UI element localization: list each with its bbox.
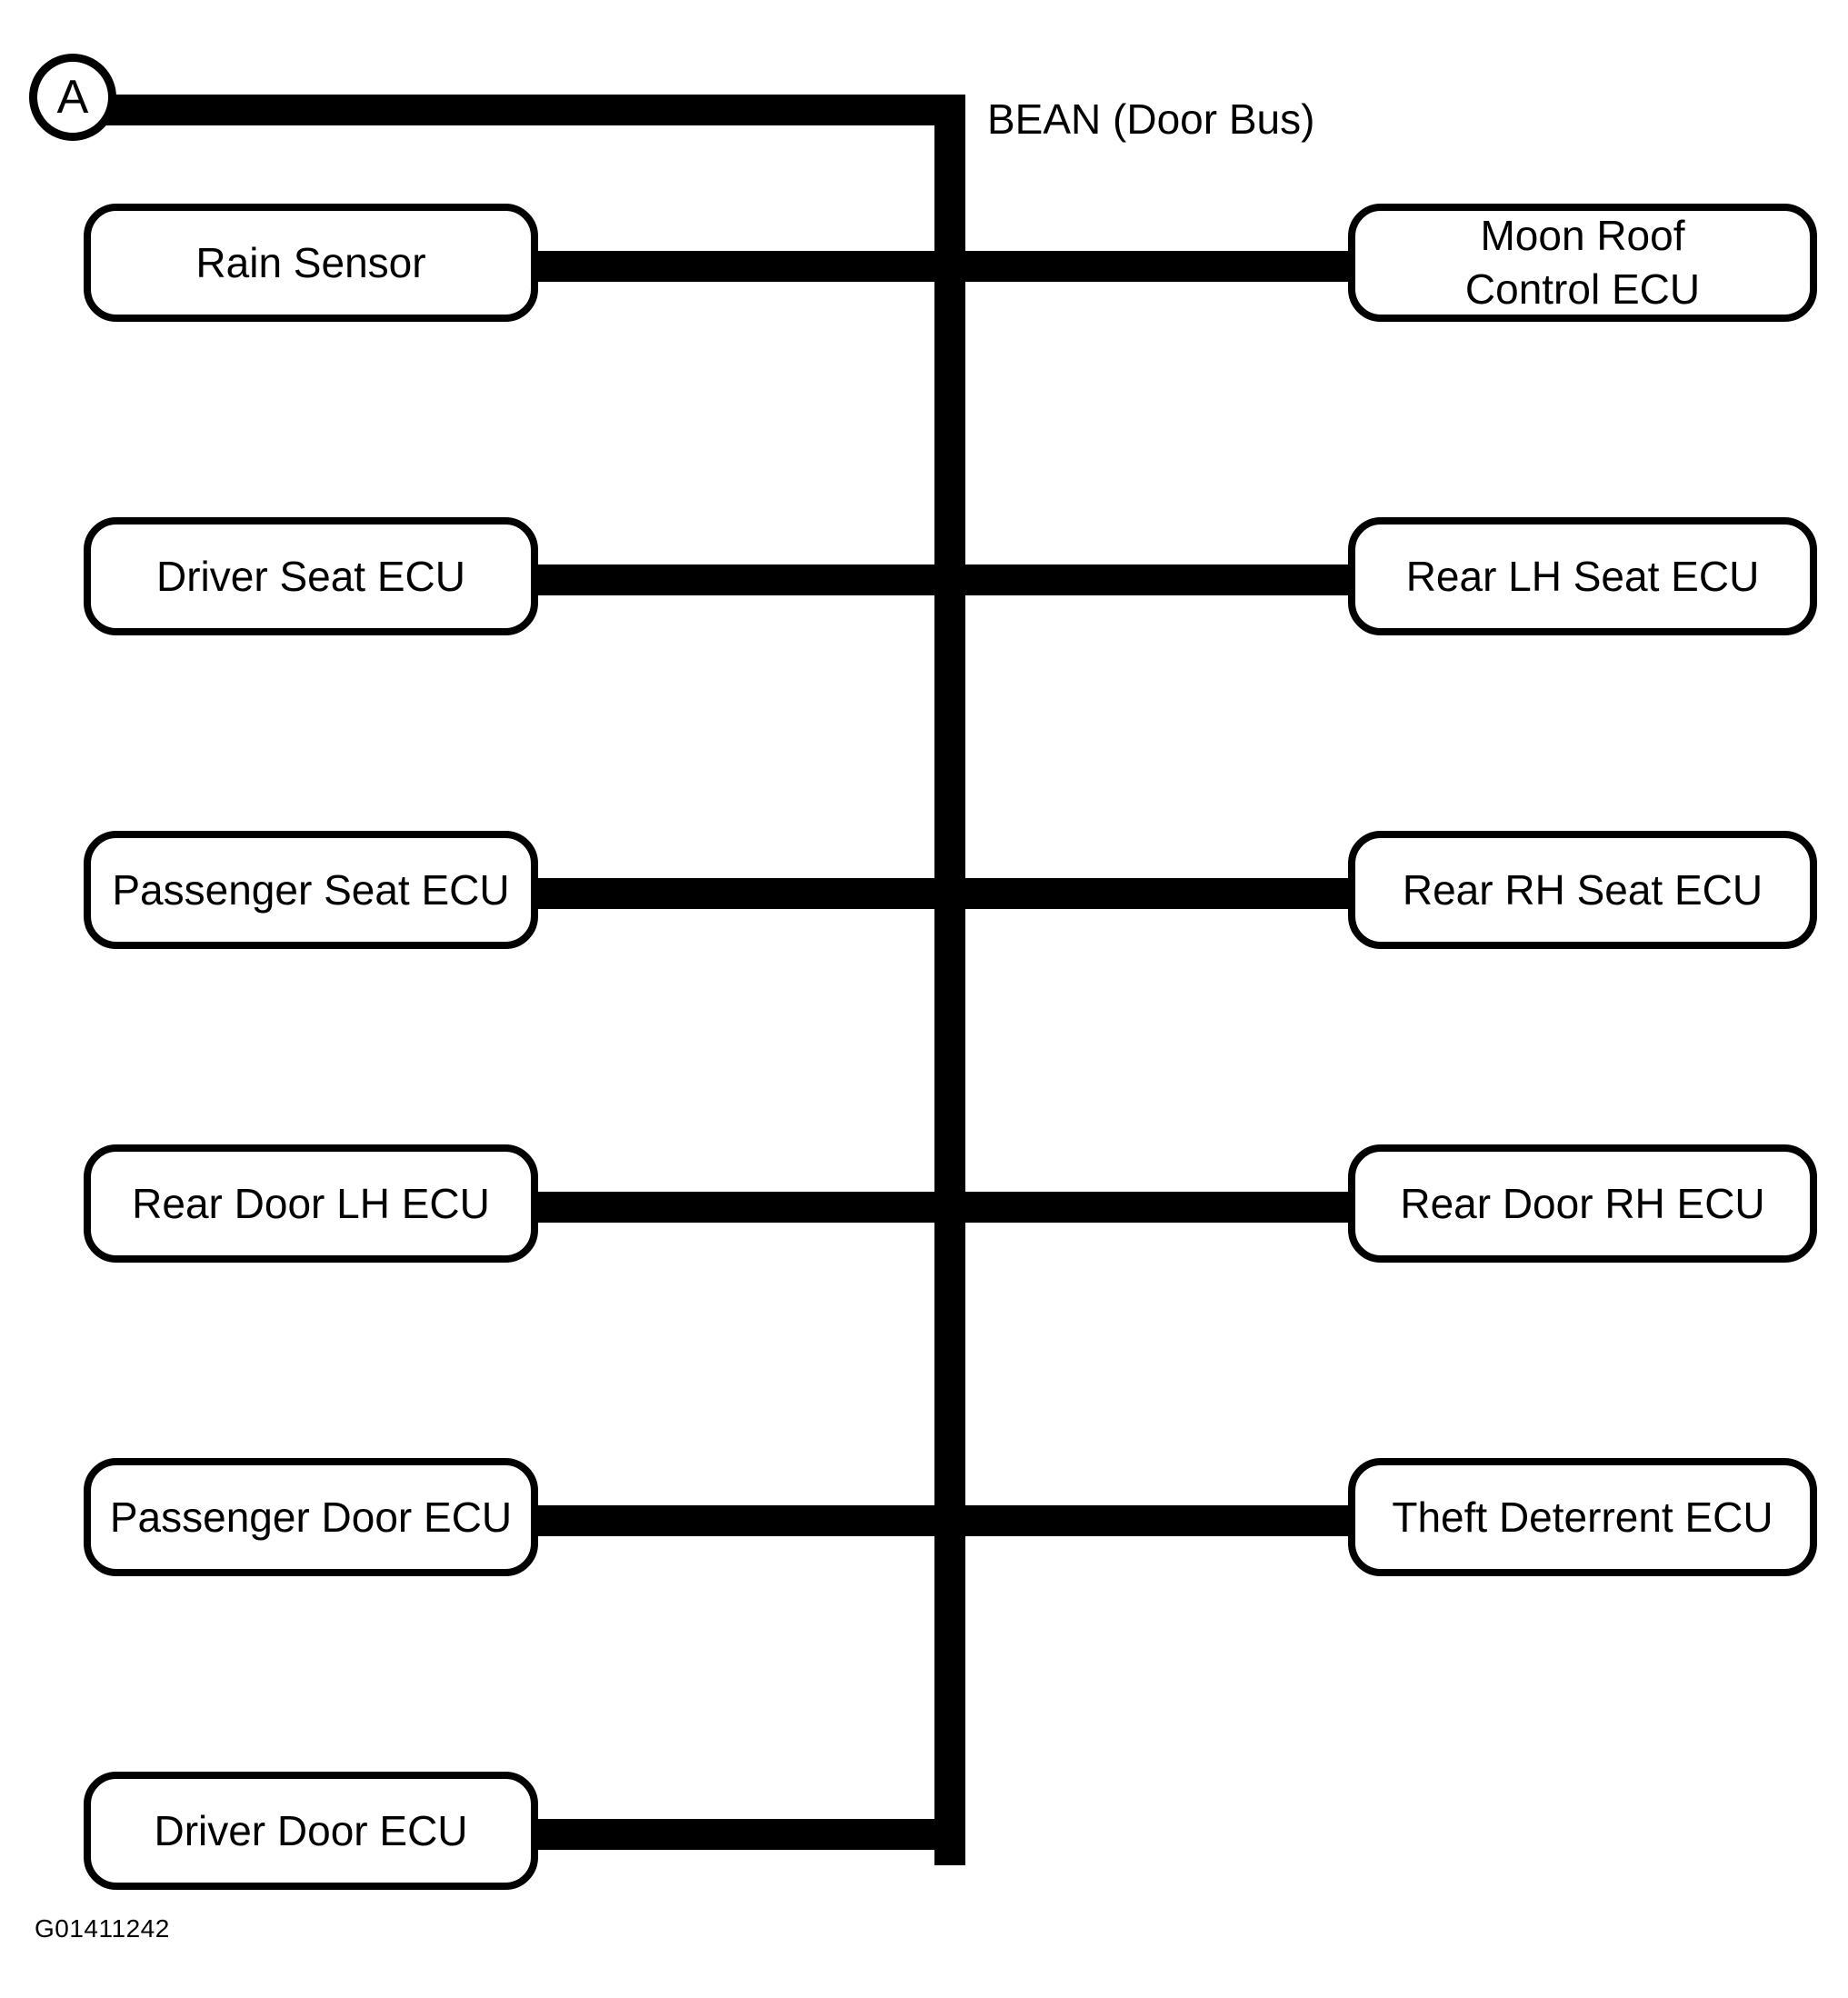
- ecu-box-rear-lh-seat-ecu[interactable]: Rear LH Seat ECU: [1348, 517, 1817, 635]
- ecu-label-rain-sensor: Rain Sensor: [195, 238, 426, 286]
- ecu-label-rear-rh-seat-ecu: Rear RH Seat ECU: [1402, 865, 1763, 914]
- ecu-box-moon-roof-control-ecu[interactable]: Moon Roof Control ECU: [1348, 204, 1817, 322]
- ecu-box-rain-sensor[interactable]: Rain Sensor: [84, 204, 538, 322]
- ecu-box-rear-door-rh-ecu[interactable]: Rear Door RH ECU: [1348, 1144, 1817, 1263]
- ecu-box-passenger-door-ecu[interactable]: Passenger Door ECU: [84, 1458, 538, 1576]
- ecu-label-theft-deterrent-ecu: Theft Deterrent ECU: [1392, 1493, 1773, 1541]
- ecu-box-passenger-seat-ecu[interactable]: Passenger Seat ECU: [84, 831, 538, 949]
- ecu-box-rear-rh-seat-ecu[interactable]: Rear RH Seat ECU: [1348, 831, 1817, 949]
- bus-trunk-vertical: [934, 95, 965, 1865]
- ecu-label-rear-lh-seat-ecu: Rear LH Seat ECU: [1405, 552, 1760, 600]
- ecu-box-driver-seat-ecu[interactable]: Driver Seat ECU: [84, 517, 538, 635]
- bus-segment-row-2-right: [956, 564, 1354, 595]
- ecu-box-rear-door-lh-ecu[interactable]: Rear Door LH ECU: [84, 1144, 538, 1263]
- bus-segment-row-5-right: [956, 1505, 1354, 1536]
- bus-segment-row-2-left: [533, 564, 944, 595]
- ecu-label-passenger-seat-ecu: Passenger Seat ECU: [112, 865, 510, 914]
- bus-segment-row-1-right: [956, 251, 1354, 282]
- splice-connector-a-label: A: [56, 71, 89, 124]
- bus-segment-row-1-left: [533, 251, 944, 282]
- figure-code-label: G01411242: [35, 1914, 170, 1943]
- bus-segment-row-6-left: [533, 1819, 965, 1850]
- bus-segment-row-3-left: [533, 878, 944, 909]
- bus-segment-row-5-left: [533, 1505, 944, 1536]
- ecu-label-rear-door-rh-ecu: Rear Door RH ECU: [1400, 1179, 1765, 1227]
- bus-segment-top-from-splice: [102, 95, 965, 125]
- splice-connector-a[interactable]: A: [29, 54, 116, 141]
- ecu-label-driver-seat-ecu: Driver Seat ECU: [156, 552, 465, 600]
- bus-segment-row-4-right: [956, 1192, 1354, 1223]
- bus-title-label: BEAN (Door Bus): [987, 95, 1315, 143]
- ecu-label-moon-roof-control-ecu: Moon Roof Control ECU: [1464, 212, 1701, 313]
- bus-segment-row-3-right: [956, 878, 1354, 909]
- ecu-label-rear-door-lh-ecu: Rear Door LH ECU: [132, 1179, 490, 1227]
- bus-segment-row-4-left: [533, 1192, 944, 1223]
- ecu-box-theft-deterrent-ecu[interactable]: Theft Deterrent ECU: [1348, 1458, 1817, 1576]
- ecu-box-driver-door-ecu[interactable]: Driver Door ECU: [84, 1772, 538, 1890]
- ecu-label-driver-door-ecu: Driver Door ECU: [154, 1806, 468, 1854]
- ecu-label-passenger-door-ecu: Passenger Door ECU: [109, 1493, 513, 1541]
